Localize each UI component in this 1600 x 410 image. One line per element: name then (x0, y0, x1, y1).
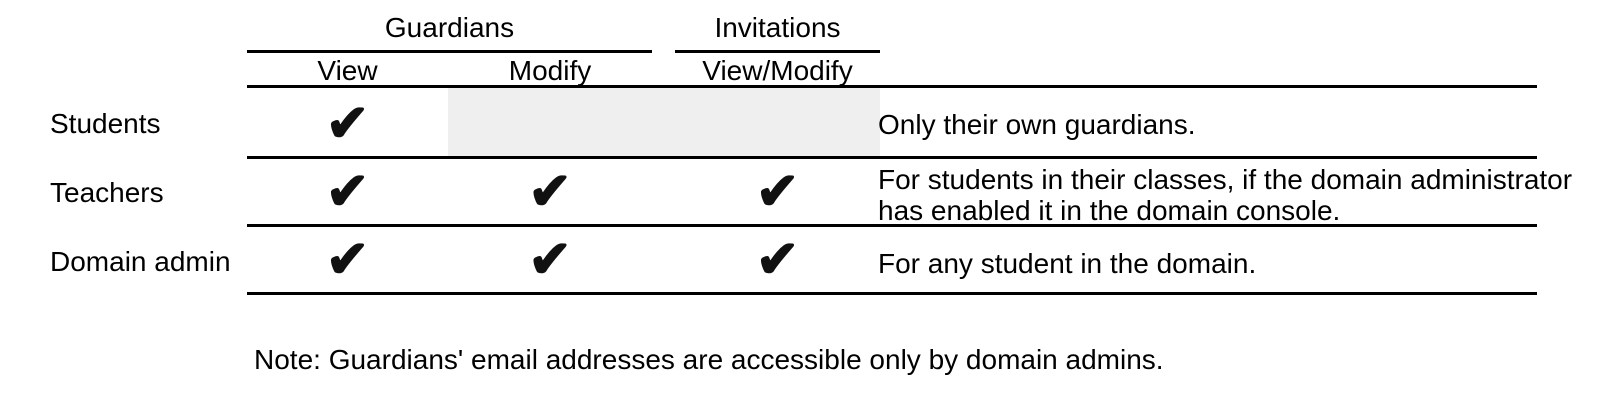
column-group-invitations: Invitations (714, 12, 841, 43)
column-header-modify: Modify (508, 55, 592, 86)
row-label-domain-admin: Domain admin (50, 246, 231, 277)
row-rule (247, 156, 1537, 159)
check-icon: ✔ (755, 163, 800, 221)
column-group-guardians: Guardians (384, 12, 515, 43)
header-rule (247, 85, 1537, 88)
description-line: Only their own guardians. (878, 109, 1196, 140)
row-rule (247, 292, 1537, 295)
guardians-underline (247, 50, 652, 53)
check-icon: ✔ (528, 231, 572, 289)
description-line: For any student in the domain. (878, 248, 1257, 279)
check-icon: ✔ (755, 231, 800, 289)
row-description-teachers: For students in their classes, if the do… (878, 164, 1573, 226)
row-rule (247, 224, 1537, 227)
description-line: has enabled it in the domain console. (878, 195, 1341, 226)
check-icon: ✔ (325, 95, 370, 153)
row-description-students: Only their own guardians. (878, 109, 1558, 140)
row-label-teachers: Teachers (50, 177, 164, 208)
invitations-underline (675, 50, 880, 53)
check-icon: ✔ (325, 231, 370, 289)
check-icon: ✔ (325, 163, 370, 221)
row-label-students: Students (50, 108, 161, 139)
check-icon: ✔ (528, 163, 572, 221)
column-header-view-modify: View/Modify (702, 55, 853, 86)
footnote: Note: Guardians' email addresses are acc… (254, 344, 1164, 375)
column-header-view: View (317, 55, 378, 86)
row-description-domain-admin: For any student in the domain. (878, 248, 1558, 279)
students-disabled-cells-region (448, 88, 880, 156)
description-line: For students in their classes, if the do… (878, 164, 1573, 195)
